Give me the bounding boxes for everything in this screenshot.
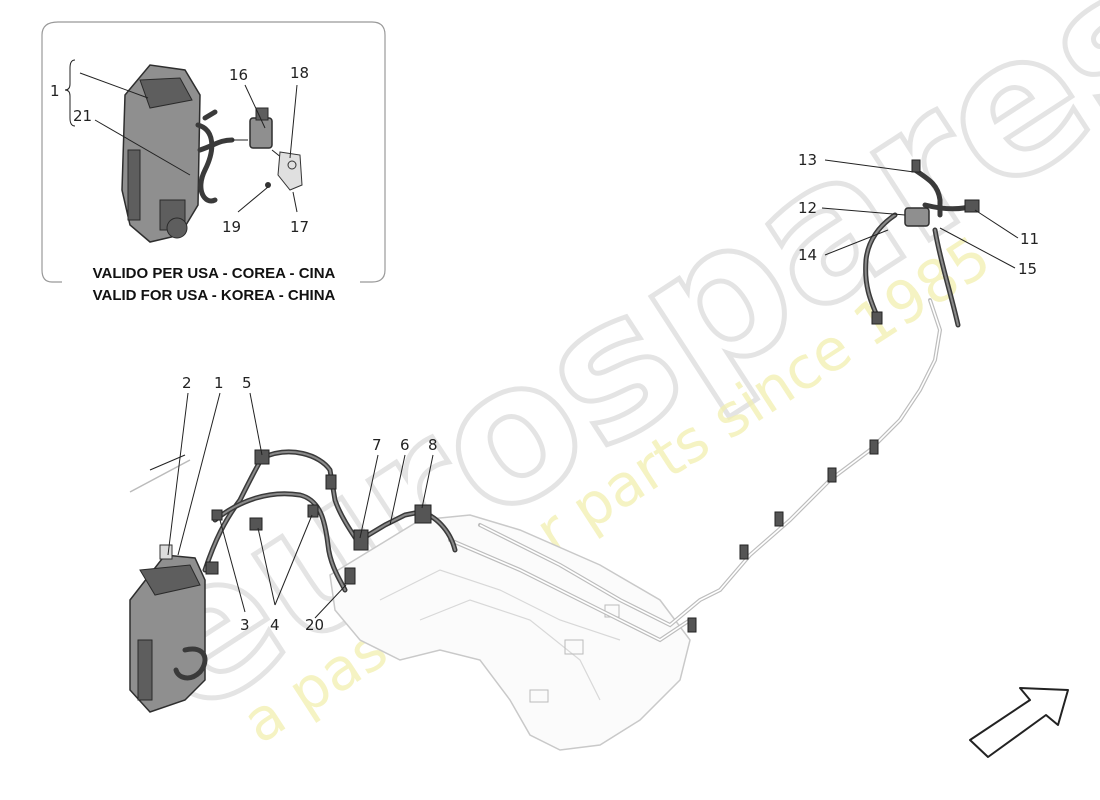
callout-11: 11 [1020,230,1039,248]
callout-6: 6 [400,436,410,454]
bracket-brace-icon [64,59,76,127]
evap-canister [129,454,208,713]
callout-7: 7 [372,436,382,454]
long-vapour-pipe [448,298,943,643]
callout-15: 15 [1018,260,1037,278]
inset-note-english: VALID FOR USA - KOREA - CHINA [93,287,336,304]
callout-labels: 2 1 5 7 6 8 3 4 20 13 12 14 11 15 [182,151,1039,634]
fuel-tank [329,514,691,751]
inset-valve [232,107,283,159]
callout-20: 20 [305,616,324,634]
inset-bracket [265,151,303,191]
direction-arrow-icon [969,687,1069,758]
inset-callout-21: 21 [73,107,92,125]
inset-callout-17: 17 [290,218,309,236]
callout-leaders [167,159,1019,619]
front-hoses [202,449,458,593]
inset-canister [121,64,235,243]
inset-panel: 1 21 16 18 19 17 VALIDO PER USA - COREA … [41,21,386,304]
callout-3: 3 [240,616,250,634]
callout-8: 8 [428,436,438,454]
inset-callout-1: 1 [50,82,60,100]
inset-callout-16: 16 [229,66,248,84]
callout-12: 12 [798,199,817,217]
callout-4: 4 [270,616,280,634]
inset-callout-19: 19 [222,218,241,236]
callout-1: 1 [214,374,224,392]
inset-note-italian: VALIDO PER USA - COREA - CINA [93,265,336,282]
callout-2: 2 [182,374,192,392]
inset-callout-18: 18 [290,64,309,82]
rear-hoses [863,159,980,328]
callout-13: 13 [798,151,817,169]
callout-5: 5 [242,374,252,392]
callout-14: 14 [798,246,817,264]
